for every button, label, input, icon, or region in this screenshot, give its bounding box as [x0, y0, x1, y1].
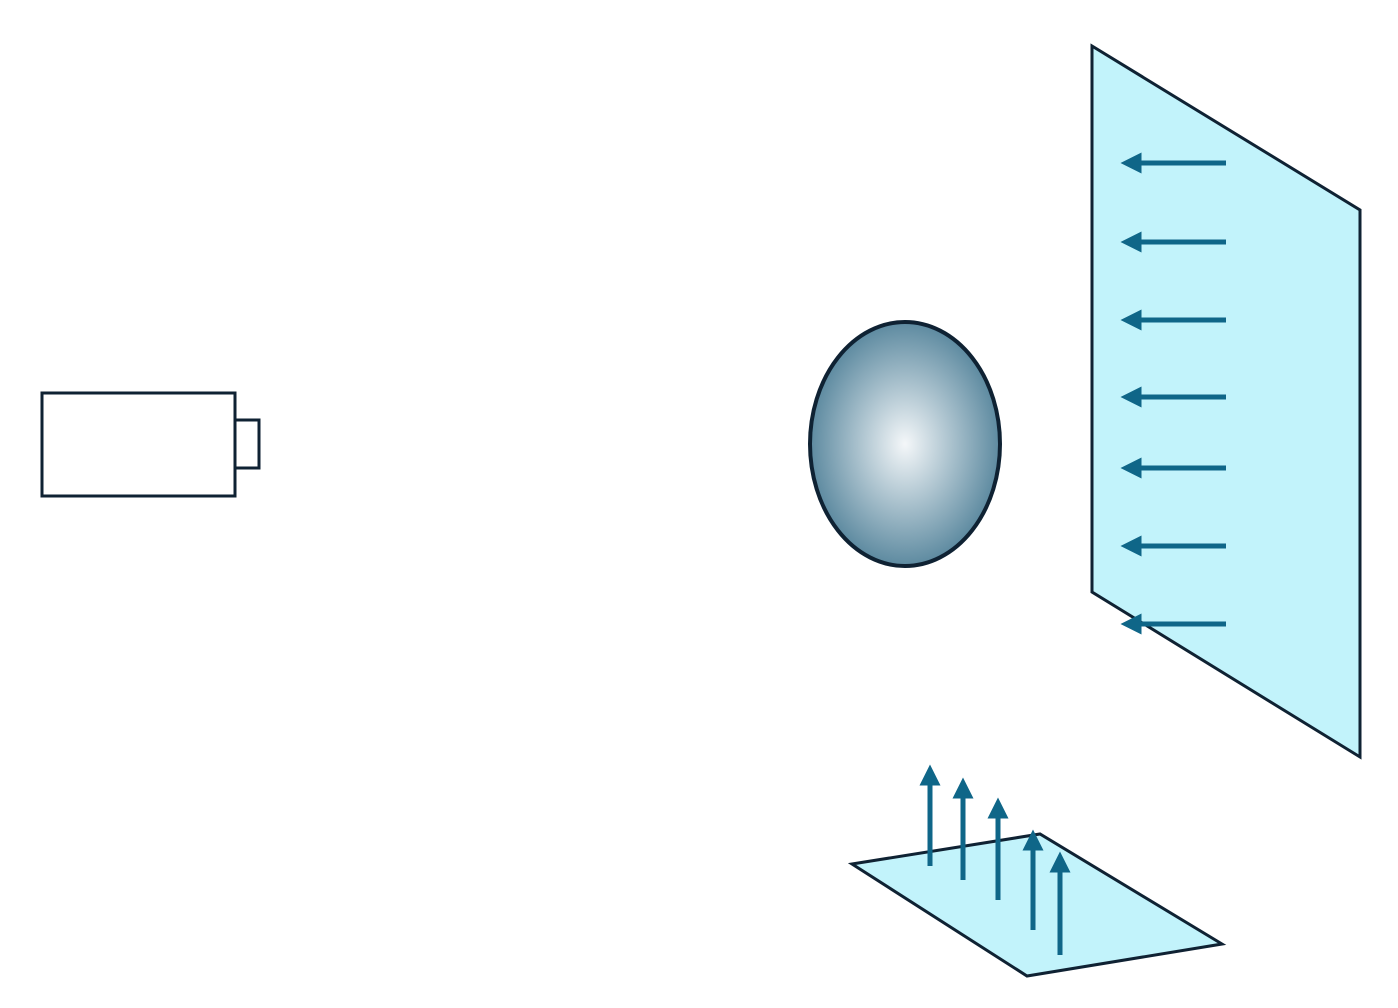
camera-icon	[40, 391, 261, 498]
bottom-light-panel	[847, 764, 1227, 978]
camera-lens	[233, 418, 261, 470]
sphere-icon	[808, 320, 1002, 568]
back-light-panel-arrows	[1120, 152, 1226, 635]
camera-body	[40, 391, 237, 498]
bottom-light-panel-surface	[847, 832, 1227, 978]
back-light-panel-surface	[1090, 43, 1362, 760]
back-light-panel	[1090, 43, 1362, 760]
bottom-light-panel-arrows	[919, 764, 1071, 955]
